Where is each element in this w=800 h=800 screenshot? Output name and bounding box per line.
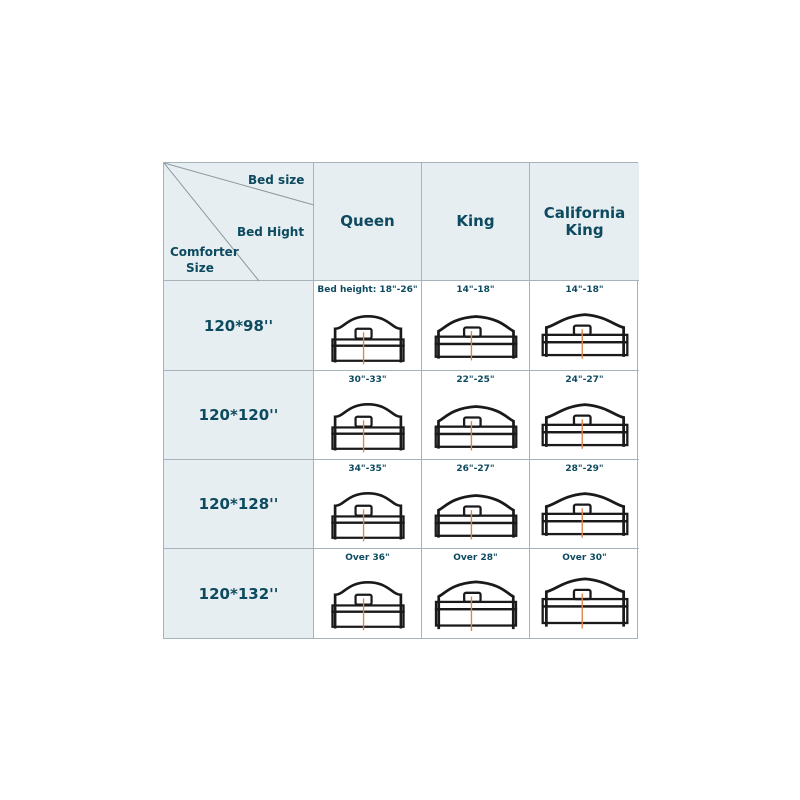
bed-height-label: Over 30" (562, 553, 607, 563)
bed-cell: 34"-35" (314, 460, 422, 549)
queen-bed-icon (330, 580, 405, 631)
bed-height-label: 26"-27" (456, 464, 495, 474)
bed-cell: 22"-25" (422, 371, 530, 460)
bed-height-label: Bed height: 18"-26" (317, 285, 418, 295)
queen-bed-icon (330, 491, 405, 542)
bed-height-axis-label: Bed Hight (237, 225, 305, 239)
california-king-bed-icon (541, 492, 628, 538)
column-header-california-king: California King (530, 163, 639, 281)
california-king-bed-icon (541, 577, 628, 629)
bed-height-label: 30"-33" (348, 375, 387, 385)
bed-cell: Bed height: 18"-26" (314, 281, 422, 371)
row-label-120x128: 120*128'' (164, 460, 314, 549)
bed-cell: Over 28" (422, 549, 530, 638)
bed-cell: 26"-27" (422, 460, 530, 549)
king-bed-icon (434, 405, 517, 451)
bed-height-label: 28"-29" (565, 464, 604, 474)
column-header-queen: Queen (314, 163, 422, 281)
bed-cell: 14"-18" (530, 281, 639, 371)
queen-bed-icon (330, 314, 405, 365)
bed-cell: 28"-29" (530, 460, 639, 549)
bed-size-axis-label: Bed size (248, 173, 305, 187)
corner-header: Bed size Bed Hight Comforter Size (164, 163, 314, 281)
bed-height-label: 34"-35" (348, 464, 387, 474)
bed-cell: 14"-18" (422, 281, 530, 371)
comforter-size-axis-label-line2: Size (186, 261, 214, 275)
comforter-size-axis-label-line1: Comforter (170, 245, 239, 259)
column-header-label: King (456, 212, 495, 230)
bed-height-label: Over 28" (453, 553, 498, 563)
king-bed-icon (434, 315, 517, 361)
king-bed-icon (434, 580, 517, 631)
column-header-label: King (565, 220, 604, 239)
bed-height-label: 24"-27" (565, 375, 604, 385)
queen-bed-icon (330, 402, 405, 453)
california-king-bed-icon (541, 403, 628, 449)
diagonal-lines (164, 163, 314, 281)
column-header-label: California (543, 203, 626, 222)
king-bed-icon (434, 494, 517, 540)
row-label-120x132: 120*132'' (164, 549, 314, 638)
bed-height-label: Over 36" (345, 553, 390, 563)
bed-height-label: 14"-18" (456, 285, 495, 295)
bed-cell: Over 36" (314, 549, 422, 638)
bed-cell: 30"-33" (314, 371, 422, 460)
bed-cell: 24"-27" (530, 371, 639, 460)
row-label-120x120: 120*120'' (164, 371, 314, 460)
bed-height-label: 14"-18" (565, 285, 604, 295)
bed-size-chart: Bed size Bed Hight Comforter Size Queen … (163, 162, 639, 639)
column-header-label: Queen (340, 212, 395, 230)
column-header-king: King (422, 163, 530, 281)
row-label-120x98: 120*98'' (164, 281, 314, 371)
california-king-bed-icon (541, 313, 628, 359)
bed-cell: Over 30" (530, 549, 639, 638)
bed-height-label: 22"-25" (456, 375, 495, 385)
